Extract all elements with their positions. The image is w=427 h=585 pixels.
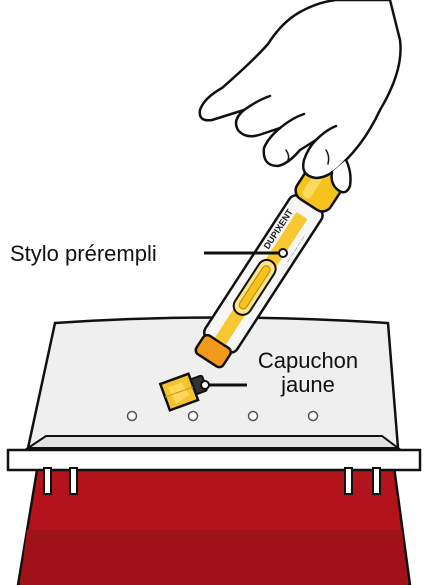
cap-leader-dot [201,381,209,389]
cap-label-line1: Capuchon [252,349,364,373]
container-body-shade [20,530,408,585]
pen-label: Stylo prérempli [10,242,157,266]
container-opening [28,436,398,448]
hand-icon [200,0,401,192]
cap-label-line2: jaune [252,373,364,397]
cap-label: Capuchon jaune [252,349,364,397]
pen-leader-dot [279,249,287,257]
